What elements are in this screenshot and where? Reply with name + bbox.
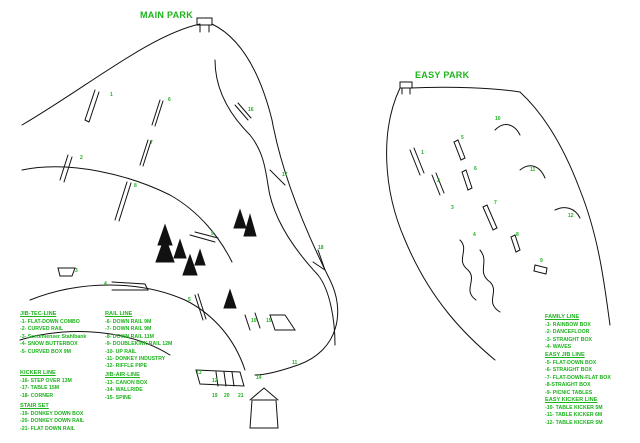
easy-feature-number: 10 (495, 116, 501, 122)
legend-item: -8-STRAIGHT BOX (545, 382, 591, 389)
easy-park-left-side (386, 87, 496, 361)
main-feature-number: 17 (282, 172, 288, 178)
legend-item: -7- FLAT-DOWN-FLAT BOX (545, 374, 611, 381)
legend-item: -13- CANON BOX (105, 380, 148, 386)
legend-jibair: -13- CANON BOX -14- WALLRIDE -15- SPINE (105, 380, 147, 402)
legend-easy-kicker: -10- TABLE KICKER 5M -11- TABLE KICKER 6… (545, 405, 603, 427)
easy-park-title: EASY PARK (415, 70, 470, 80)
main-feature-number: 6 (168, 97, 171, 103)
legend-easy-jib: -5- FLAT-DOWN BOX -6- STRAIGHT BOX -7- F… (545, 360, 611, 397)
legend-heading-kicker: KICKER LINE (20, 370, 56, 376)
legend-item: -19- DONKEY DOWN BOX (20, 411, 84, 417)
legend-item: -12- RIFFLE PIPE (105, 363, 148, 370)
easy-park-start-hut (399, 81, 413, 89)
legend-item: -9- PICNIC TABLES (545, 389, 593, 396)
legend-heading-jibair: JIB-AIR-LINE (105, 372, 140, 378)
legend-item: -4- WAVES (545, 344, 572, 351)
easy-feature-number: 2 (437, 178, 440, 184)
legend-item: -12- TABLE KICKER 5M (545, 419, 603, 426)
legend-jibtec: -1- FLAT-DOWN COMBO -2- CURVED RAIL -3- … (20, 319, 86, 356)
main-feature-number: 3 (75, 268, 78, 274)
main-feature-number: 7 (150, 140, 153, 146)
main-feature-number: 19 (212, 393, 218, 399)
legend-item: -21- FLAT DOWN RAIL (20, 425, 75, 432)
legend-item: -8- DOWN RAIL 11M (105, 333, 154, 340)
main-feature-number: 10 (251, 318, 257, 324)
main-feature-number: 4 (104, 281, 107, 287)
legend-item: -14- WALLRIDE (105, 387, 143, 394)
easy-feature-number: 4 (473, 232, 476, 238)
main-park-inner-line (214, 59, 336, 346)
legend-item: -5- FLAT-DOWN BOX (545, 360, 597, 366)
legend-item: -4- SNOW BUTTERBOX (20, 341, 78, 348)
legend-item: -2- DANCEFLOOR (545, 329, 590, 336)
main-feature-number: 16 (248, 107, 254, 113)
main-feature-number: 12 (212, 378, 218, 384)
legend-heading-easy-jib: EASY JIB LINE (545, 352, 585, 358)
legend-item: -16- STEP OVER 13M (20, 378, 72, 384)
easy-park-right-side (519, 91, 611, 326)
legend-item: -7- DOWN RAIL 9M (105, 326, 152, 333)
main-park-left-slope (21, 23, 201, 126)
legend-item: -11- TABLE KICKER 6M (545, 412, 603, 419)
legend-stair: -19- DONKEY DOWN BOX -20- DONKEY DOWN RA… (20, 411, 84, 433)
legend-item: -1- FLAT-DOWN COMBO (20, 319, 80, 325)
main-feature-number: 13 (196, 370, 202, 376)
main-feature-number: 21 (238, 393, 244, 399)
main-park-title: MAIN PARK (140, 10, 194, 20)
main-feature-number: 2 (80, 155, 83, 161)
main-park-start-hut (196, 17, 213, 26)
legend-kicker: -16- STEP OVER 13M -17- TABLE 15M -18- C… (20, 378, 72, 400)
easy-feature-number: 6 (474, 166, 477, 172)
main-feature-number: 9 (211, 231, 214, 237)
main-feature-number: 8 (134, 183, 137, 189)
main-feature-number: 5 (188, 297, 191, 303)
legend-item: -10- UP RAIL (105, 348, 137, 355)
legend-heading-stair: STAIR SET (20, 403, 49, 409)
legend-item: -1- RAINBOW BOX (545, 322, 591, 328)
legend-heading-rail: RAIL LINE (105, 311, 133, 317)
main-feature-number: 18 (318, 245, 324, 251)
legend-item: -3- STRAIGHT BOX (545, 336, 592, 343)
legend-item: -2- CURVED RAIL (20, 326, 64, 333)
easy-feature-number: 5 (461, 135, 464, 141)
easy-feature-number: 7 (494, 200, 497, 206)
legend-item: -5- CURVED BOX 9M (20, 348, 71, 355)
legend-item: -3- Seetenlenser Stahlbank (20, 333, 87, 340)
main-feature-number: 15 (266, 318, 272, 324)
easy-feature-number: 11 (530, 167, 536, 173)
easy-feature-number: 12 (568, 213, 574, 219)
legend-heading-jibtec: JIB-TEC-LINE (20, 311, 57, 317)
legend-item: -20- DONKEY DOWN RAIL (20, 418, 85, 425)
legend-heading-easy-kicker: EASY KICKER LINE (545, 397, 598, 403)
easy-feature-number: 8 (516, 232, 519, 238)
main-park-mid-curve (21, 166, 233, 263)
main-feature-number: 14 (256, 375, 262, 381)
main-feature-number: 11 (292, 360, 298, 366)
easy-park-top (409, 86, 521, 93)
main-park-lower-curve (29, 284, 246, 371)
legend-family: -1- RAINBOW BOX -2- DANCEFLOOR -3- STRAI… (545, 322, 592, 352)
legend-item: -6- DOWN RAIL 9M (105, 319, 152, 325)
legend-item: -15- SPINE (105, 394, 132, 401)
legend-item: -6- STRAIGHT BOX (545, 367, 592, 374)
legend-item: -10- TABLE KICKER 5M (545, 405, 603, 411)
legend-item: -11- DONKEY INDUSTRY (105, 356, 166, 363)
main-park-bottom-curve (19, 331, 171, 356)
main-feature-number: 1 (110, 92, 113, 98)
legend-item: -9- DOUBLEKINK RAIL 12M (105, 341, 173, 348)
main-park-right-slope (211, 23, 339, 376)
legend-rail: -6- DOWN RAIL 9M -7- DOWN RAIL 9M -8- DO… (105, 319, 172, 371)
legend-heading-family: FAMILY LINE (545, 314, 580, 320)
easy-feature-number: 3 (451, 205, 454, 211)
easy-feature-number: 9 (540, 258, 543, 264)
main-feature-number: 20 (224, 393, 230, 399)
legend-item: -17- TABLE 15M (20, 385, 60, 392)
easy-feature-number: 1 (421, 150, 424, 156)
legend-item: -18- CORNER (20, 392, 54, 399)
